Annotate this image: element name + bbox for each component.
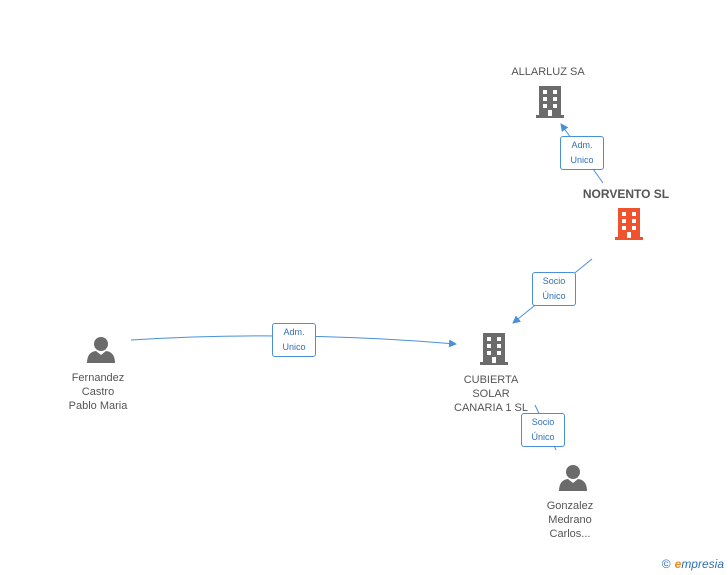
node-label-line: Gonzalez bbox=[546, 500, 594, 512]
node-label-gonzalez[interactable]: Gonzalez Medrano Carlos... bbox=[520, 499, 620, 541]
building-icon-highlighted[interactable] bbox=[613, 207, 645, 241]
building-icon[interactable] bbox=[534, 85, 566, 119]
brand-logo-name: mpresia bbox=[681, 557, 724, 571]
person-icon[interactable] bbox=[558, 464, 588, 492]
node-label-allarluz[interactable]: ALLARLUZ SA bbox=[511, 66, 585, 78]
edge-label-line: Socio bbox=[542, 276, 566, 286]
edge-label-line: Adm. bbox=[571, 140, 593, 150]
node-label-line: CUBIERTA bbox=[463, 374, 519, 386]
edge-label-line: Único bbox=[542, 291, 566, 301]
edge-label-line: Unico bbox=[282, 342, 306, 352]
edge-label-gonzalez-cubierta[interactable]: Socio Único bbox=[521, 413, 565, 447]
node-label-line: Carlos... bbox=[549, 528, 591, 540]
node-label-line: Fernandez bbox=[71, 372, 125, 384]
edge-label-norvento-allarluz[interactable]: Adm. Unico bbox=[560, 136, 604, 170]
node-label-line: Medrano bbox=[548, 514, 592, 526]
edge-label-line: Único bbox=[531, 432, 555, 442]
node-label-line: Pablo Maria bbox=[68, 400, 128, 412]
building-icon[interactable] bbox=[478, 332, 510, 366]
edge-label-line: Adm. bbox=[283, 327, 305, 337]
copyright-symbol: © bbox=[661, 557, 671, 571]
edge-label-line: Socio bbox=[531, 417, 555, 427]
brand-logo-e: e bbox=[674, 557, 682, 571]
person-icon[interactable] bbox=[86, 336, 116, 364]
node-label-norvento[interactable]: NORVENTO SL bbox=[582, 187, 670, 201]
brand-logo: ©empresia bbox=[662, 557, 724, 571]
node-label-line: Castro bbox=[81, 386, 115, 398]
node-label-fernandez[interactable]: Fernandez Castro Pablo Maria bbox=[48, 371, 148, 413]
edge-label-fernandez-cubierta[interactable]: Adm. Unico bbox=[272, 323, 316, 357]
node-label-cubierta[interactable]: CUBIERTA SOLAR CANARIA 1 SL bbox=[441, 373, 541, 415]
edge-label-line: Unico bbox=[570, 155, 594, 165]
node-label-line: SOLAR bbox=[472, 388, 510, 400]
edge-label-norvento-cubierta[interactable]: Socio Único bbox=[532, 272, 576, 306]
node-label-line: CANARIA 1 SL bbox=[454, 402, 528, 414]
